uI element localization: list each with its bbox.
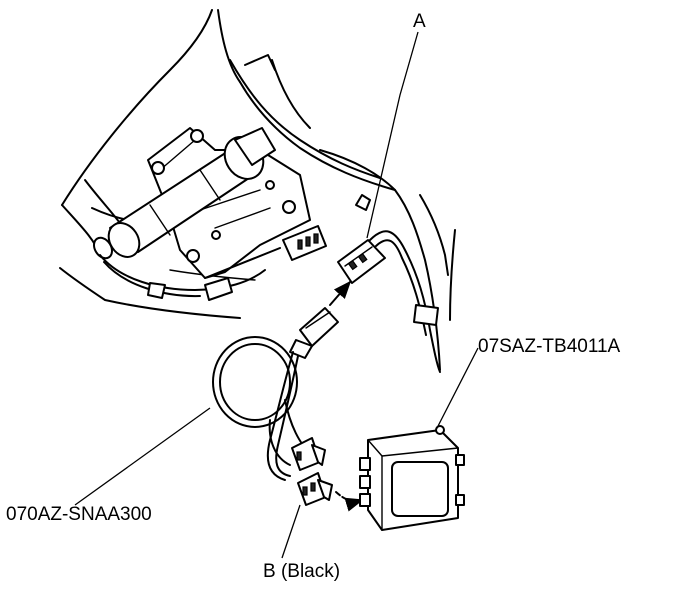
sensor-wire-2 bbox=[103, 261, 201, 298]
harness-connector bbox=[289, 307, 339, 359]
label-connector-a: A bbox=[413, 11, 426, 32]
leader-b bbox=[281, 504, 301, 559]
connector-b bbox=[297, 472, 333, 506]
sensor-cylinder bbox=[93, 127, 276, 260]
connect-arrow-b bbox=[335, 491, 364, 512]
label-harness-part-no: 070AZ-SNAA300 bbox=[6, 504, 152, 525]
wire-clip bbox=[204, 277, 233, 301]
leader-a bbox=[366, 31, 419, 239]
leader-control-unit bbox=[435, 347, 479, 431]
label-control-unit-part-no: 07SAZ-TB4011A bbox=[478, 336, 621, 357]
connect-arrow-a bbox=[329, 280, 352, 306]
branch-connector-upper bbox=[291, 437, 326, 471]
wire-clip-2 bbox=[147, 282, 166, 299]
vehicle-harness bbox=[369, 230, 441, 373]
control-unit bbox=[359, 425, 465, 531]
harness-clip bbox=[413, 304, 439, 326]
label-connector-b: B (Black) bbox=[263, 561, 341, 582]
sensor-bracket bbox=[147, 127, 311, 279]
connector-a bbox=[337, 239, 386, 284]
leader-harness bbox=[74, 407, 211, 506]
coiled-harness bbox=[212, 336, 311, 481]
bracket-connector bbox=[282, 225, 327, 261]
sensor-wire bbox=[99, 254, 266, 291]
